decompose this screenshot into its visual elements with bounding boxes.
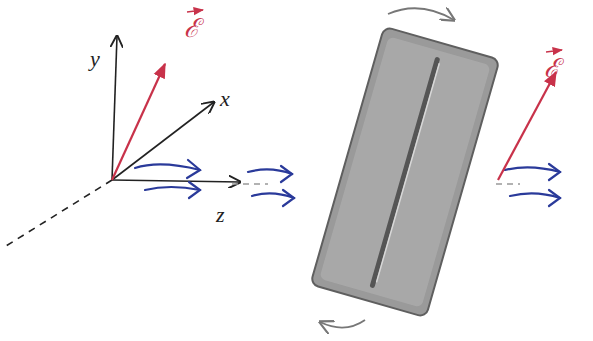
field-vector xyxy=(498,72,556,180)
vector-arrow-mark xyxy=(187,10,203,12)
axes xyxy=(6,36,240,246)
axis-label: y xyxy=(90,48,100,70)
field-label: ℰ xyxy=(184,16,200,42)
field-vector xyxy=(112,64,165,180)
rotation-arrow xyxy=(388,8,454,20)
rotation-arrow xyxy=(320,320,365,328)
wave-plate xyxy=(310,27,499,318)
field-label: ℰ xyxy=(544,56,560,82)
axis-label: x xyxy=(220,88,230,110)
axis-label: z xyxy=(216,204,225,226)
vector-arrow-mark xyxy=(546,50,562,52)
